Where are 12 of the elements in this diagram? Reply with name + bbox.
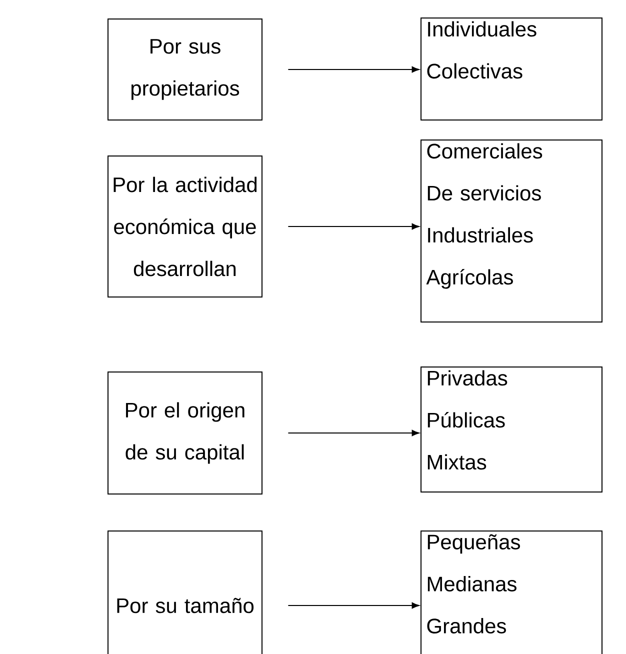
list-box: Privadas Públicas Mixtas xyxy=(420,366,602,492)
category-box: Por la actividad económica que desarrollan xyxy=(108,156,262,298)
category-box: Por su tamaño xyxy=(108,530,262,654)
list-box: Comerciales De servicios Industriales Agrícolas xyxy=(420,140,602,322)
category-box: Por el origen de su capital xyxy=(108,372,262,494)
list-box: Pequeñas Medianas Grandes xyxy=(420,530,602,654)
list-box: Individuales Colectivas xyxy=(420,18,602,120)
category-box: Por sus propietarios xyxy=(108,18,262,120)
arrow xyxy=(288,66,420,73)
arrow xyxy=(288,223,420,230)
arrow xyxy=(288,602,420,609)
arrow xyxy=(288,430,420,436)
